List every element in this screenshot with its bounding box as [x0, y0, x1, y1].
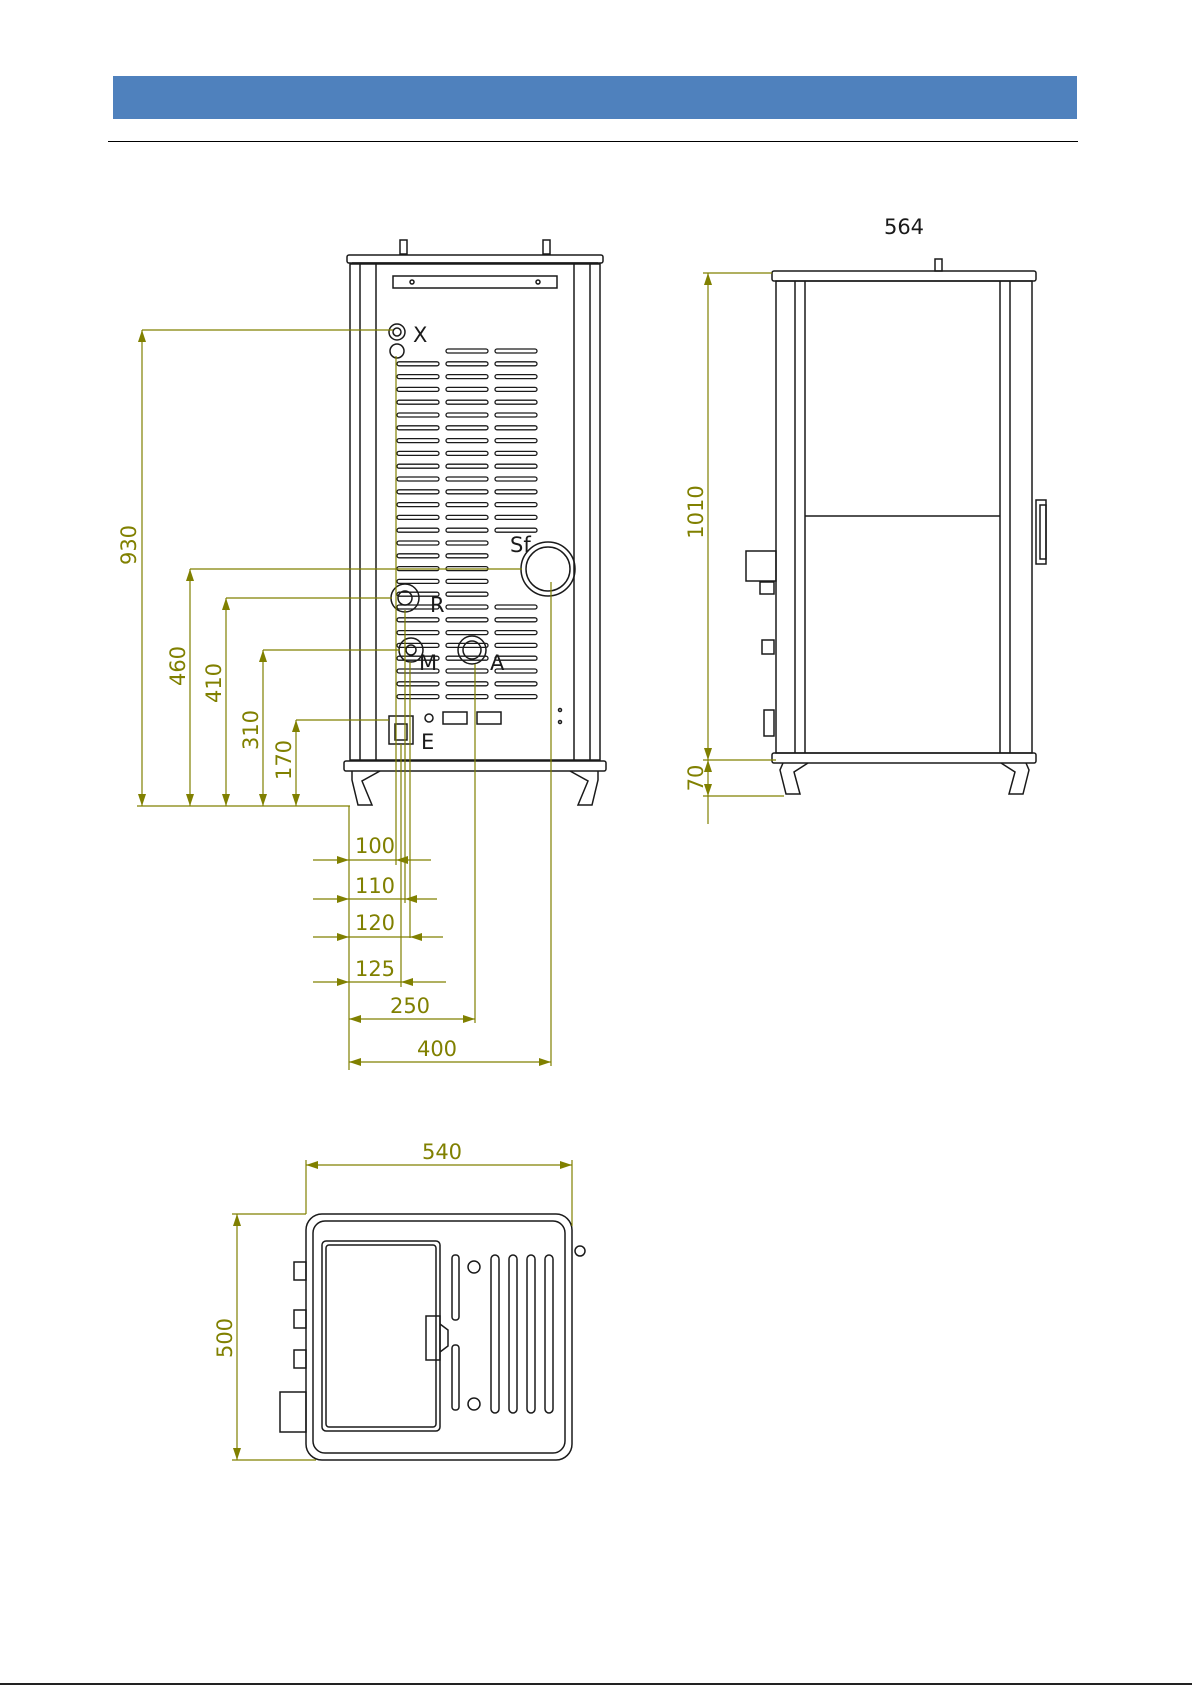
dim-930: 930 — [117, 525, 141, 565]
vent-slot — [446, 503, 488, 507]
vent-slot — [397, 451, 439, 455]
dim-110: 110 — [355, 874, 395, 898]
vent-slot — [495, 413, 537, 417]
vent-slot — [446, 541, 488, 545]
dim-100: 100 — [355, 834, 395, 858]
vent-slot — [446, 528, 488, 532]
vent-slot — [397, 362, 439, 366]
vent-slot — [446, 515, 488, 519]
vent-slot — [397, 413, 439, 417]
dim-250: 250 — [390, 994, 430, 1018]
dim-1010: 1010 — [684, 485, 708, 538]
vent-slot — [446, 605, 488, 609]
vent-slot — [446, 477, 488, 481]
vent-slot — [446, 349, 488, 353]
vent-slot — [495, 503, 537, 507]
side-view — [746, 259, 1046, 794]
vent-slot — [446, 387, 488, 391]
connection-r — [391, 584, 419, 612]
dim-460: 460 — [166, 646, 190, 686]
vent-slot — [446, 375, 488, 379]
vent-slot — [397, 490, 439, 494]
label-r: R — [430, 593, 445, 617]
vent-slot — [397, 695, 439, 699]
top-view — [280, 1214, 585, 1460]
vent-slot — [495, 464, 537, 468]
vent-slot — [495, 643, 537, 647]
vent-slot — [495, 362, 537, 366]
vent-slot — [397, 643, 439, 647]
vent-slot — [495, 682, 537, 686]
vent-slot — [446, 631, 488, 635]
label-e: E — [421, 730, 434, 754]
vent-slot — [397, 682, 439, 686]
vent-slot — [446, 400, 488, 404]
vent-slot — [397, 439, 439, 443]
vent-slot — [495, 439, 537, 443]
vent-slot — [495, 477, 537, 481]
connection-x — [389, 324, 405, 340]
vent-slot — [397, 554, 439, 558]
vent-slot — [397, 375, 439, 379]
label-sf: Sf — [510, 533, 531, 557]
dimension-texts: 930 460 410 310 170 100 110 120 125 250 … — [117, 215, 924, 1358]
vent-slot — [397, 579, 439, 583]
vent-slot — [397, 503, 439, 507]
vent-slot — [495, 528, 537, 532]
vent-slot — [397, 541, 439, 545]
dim-564: 564 — [884, 215, 924, 239]
label-m: M — [419, 651, 437, 675]
vent-slot — [495, 618, 537, 622]
dim-120: 120 — [355, 911, 395, 935]
vent-slot — [495, 375, 537, 379]
vent-slots — [397, 349, 537, 699]
dim-410: 410 — [202, 663, 226, 703]
vent-slot — [397, 618, 439, 622]
vent-slot — [446, 579, 488, 583]
dim-500: 500 — [213, 1318, 237, 1358]
vent-slot — [495, 631, 537, 635]
vent-slot — [397, 387, 439, 391]
vent-slot — [397, 515, 439, 519]
vent-slot — [495, 695, 537, 699]
vent-slot — [397, 400, 439, 404]
vent-slot — [495, 349, 537, 353]
vent-slot — [446, 554, 488, 558]
vent-slot — [495, 451, 537, 455]
vent-slot — [397, 631, 439, 635]
vent-slot — [397, 477, 439, 481]
vent-slot — [495, 490, 537, 494]
dim-400: 400 — [417, 1037, 457, 1061]
vent-slot — [446, 682, 488, 686]
vent-slot — [446, 643, 488, 647]
vent-slot — [495, 387, 537, 391]
vent-slot — [446, 464, 488, 468]
dim-125: 125 — [355, 957, 395, 981]
vent-slot — [446, 695, 488, 699]
vent-slot — [495, 426, 537, 430]
vent-slot — [446, 426, 488, 430]
vent-slot — [446, 592, 488, 596]
vent-slot — [446, 490, 488, 494]
vent-slot — [446, 618, 488, 622]
vent-slot — [446, 439, 488, 443]
label-x: X — [413, 323, 427, 347]
dim-70: 70 — [684, 765, 708, 792]
dim-170: 170 — [272, 740, 296, 780]
vent-slot — [446, 669, 488, 673]
dim-310: 310 — [239, 710, 263, 750]
vent-slot — [495, 400, 537, 404]
vent-slot — [446, 362, 488, 366]
vent-slot — [397, 464, 439, 468]
label-a: A — [490, 651, 505, 675]
vent-slot — [397, 528, 439, 532]
dim-540: 540 — [422, 1140, 462, 1164]
vent-slot — [495, 515, 537, 519]
vent-slot — [397, 426, 439, 430]
vent-slot — [446, 451, 488, 455]
vent-slot — [495, 605, 537, 609]
vent-slot — [446, 413, 488, 417]
